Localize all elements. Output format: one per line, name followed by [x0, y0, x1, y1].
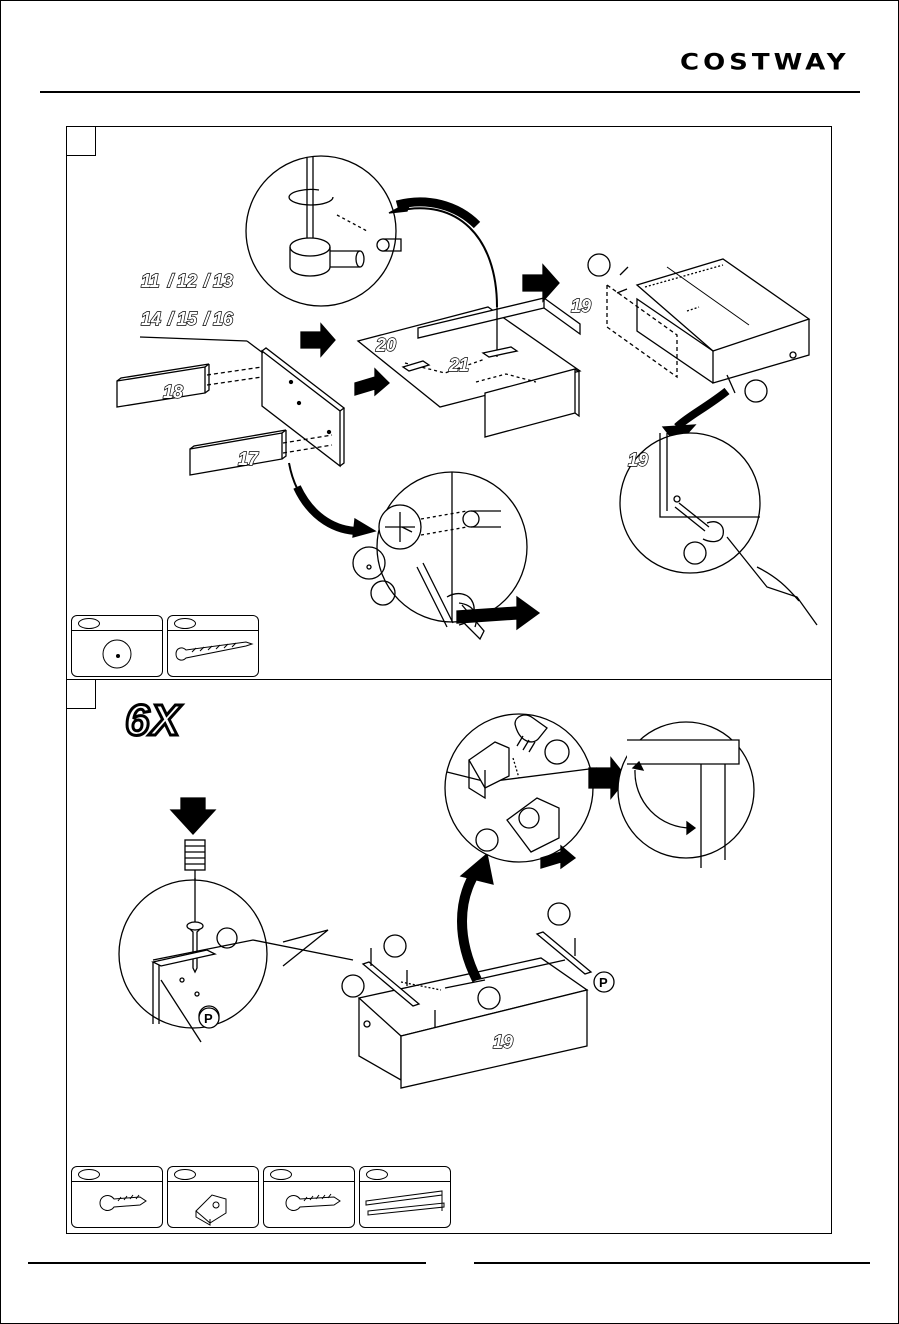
callout-part-14: 14 — [141, 309, 161, 329]
assembly-illustration-bottom: 19 P P — [67, 680, 831, 1233]
footer-rule-left — [28, 1262, 426, 1264]
step-panel-bottom: 19 P P 6X — [66, 679, 832, 1234]
callout-part-11: 11 — [141, 271, 160, 291]
hardware-item-long-screw — [263, 1166, 355, 1228]
callout-part-19: 19 — [571, 296, 591, 316]
cam-lock-detail-circle — [246, 156, 396, 306]
callout-part-15: 15 — [177, 309, 198, 329]
callout-part-20: 20 — [375, 335, 396, 355]
hardware-item-screw — [167, 615, 259, 677]
repeat-count: 6X — [125, 696, 181, 746]
hardware-legend-top — [71, 615, 259, 677]
hardware-item-short-screw — [71, 1166, 163, 1228]
assembly-illustration-top: 11 / 12 / 13 14 / 15 / 16 18 17 20 21 19… — [67, 127, 831, 679]
callout-part-19: 19 — [493, 1032, 513, 1052]
callout-part-18: 18 — [163, 382, 183, 402]
hardware-item-drawer-slide — [359, 1166, 451, 1228]
callout-part-13: 13 — [213, 271, 233, 291]
step-panel-top: 11 / 12 / 13 14 / 15 / 16 18 17 20 21 19… — [66, 126, 832, 680]
callout-part-12: 12 — [177, 271, 197, 291]
hardware-item-cam-lock — [71, 615, 163, 677]
footer-rule-right — [474, 1262, 870, 1264]
callout-separator: / — [167, 271, 175, 291]
callout-separator: / — [203, 309, 211, 329]
callout-part-16: 16 — [213, 309, 234, 329]
header-rule — [40, 91, 860, 93]
p-label-right: P — [599, 975, 608, 990]
callout-separator: / — [167, 309, 175, 329]
hardware-item-bracket — [167, 1166, 259, 1228]
hardware-legend-bottom — [71, 1166, 451, 1228]
p-label-left: P — [204, 1011, 213, 1026]
brand-logo: COSTWAY — [680, 50, 850, 76]
callout-part-19-detail: 19 — [628, 450, 648, 470]
callout-part-21: 21 — [448, 355, 469, 375]
callout-part-17: 17 — [238, 449, 259, 469]
callout-separator: / — [203, 271, 211, 291]
